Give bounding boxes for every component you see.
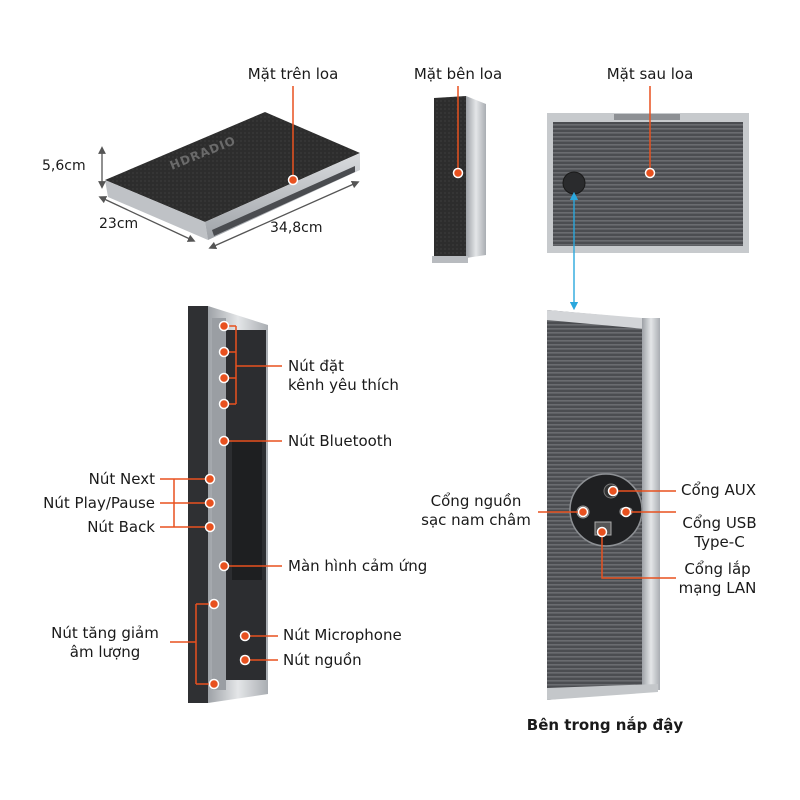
back-button-marker	[204, 521, 216, 533]
usb-c-label: Cổng USB Type-C	[672, 514, 767, 552]
cover-top-rim	[547, 310, 656, 330]
depth-dimension-label: 23cm	[99, 216, 139, 232]
microphone-label: Nút Microphone	[283, 626, 402, 644]
magnetic-marker	[577, 506, 589, 518]
back-port-cover	[562, 171, 586, 195]
favorite-label-line-2: kênh yêu thích	[288, 376, 399, 394]
bluetooth-label: Nút Bluetooth	[288, 432, 393, 450]
bluetooth-marker	[218, 435, 230, 447]
inside-cover-title: Bên trong nắp đậy	[526, 716, 684, 734]
lan-label-line-1: Cổng lắp	[684, 560, 751, 578]
volume-up-marker	[208, 598, 220, 610]
speaker-side-view	[432, 96, 486, 263]
usb-c-label-line-2: Type-C	[694, 533, 745, 551]
width-dimension-arrow	[208, 181, 360, 249]
usb-marker	[620, 506, 632, 518]
aux-marker	[607, 485, 619, 497]
next-label: Nút Next	[88, 470, 155, 488]
lan-marker	[596, 526, 608, 538]
next-marker	[204, 473, 216, 485]
height-dimension-label: 5,6cm	[42, 158, 86, 174]
favorite-1-marker	[218, 320, 230, 332]
cover-bottom-rim	[547, 684, 658, 700]
top-fabric-surface	[105, 112, 360, 222]
back-view-title: Mặt sau loa	[606, 65, 694, 83]
aux-label: Cổng AUX	[681, 481, 756, 499]
play-pause-label: Nút Play/Pause	[43, 494, 155, 512]
volume-label-line-1: Nút tăng giảm	[51, 624, 159, 642]
microphone-marker	[239, 630, 251, 642]
side-view-marker	[452, 167, 464, 179]
volume-label: Nút tăng giảm âm lượng	[40, 624, 170, 662]
lan-label-line-2: mạng LAN	[678, 579, 757, 597]
lan-label: Cổng lắp mạng LAN	[670, 560, 765, 598]
top-view-title: Mặt trên loa	[247, 65, 339, 83]
panel-button-strip	[212, 318, 226, 690]
touchscreen-marker	[218, 560, 230, 572]
speaker-back-view	[547, 113, 749, 253]
depth-dimension-arrow	[98, 196, 196, 242]
play-pause-marker	[204, 497, 216, 509]
back-handle	[614, 114, 680, 120]
side-view-title: Mặt bên loa	[413, 65, 503, 83]
lan-leader	[601, 532, 676, 579]
power-marker	[239, 654, 251, 666]
inside-cover-view	[547, 310, 660, 700]
cover-port-hub	[569, 473, 643, 547]
favorite-label-line-1: Nút đặt	[288, 357, 344, 375]
back-view-marker	[644, 167, 656, 179]
magnetic-power-label: Cổng nguồn sạc nam châm	[412, 492, 540, 530]
side-fabric	[434, 96, 466, 262]
touchscreen-label: Màn hình cảm ứng	[288, 557, 428, 575]
side-aluminium	[466, 96, 486, 258]
magnetic-power-label-line-2: sạc nam châm	[421, 511, 531, 529]
back-label: Nút Back	[87, 518, 155, 536]
favorite-4-marker	[218, 398, 230, 410]
top-view-marker	[287, 174, 299, 186]
volume-label-line-2: âm lượng	[69, 643, 141, 661]
favorite-2-marker	[218, 346, 230, 358]
favorite-label: Nút đặt kênh yêu thích	[288, 357, 399, 395]
width-dimension-label: 34,8cm	[270, 220, 323, 236]
magnetic-power-label-line-1: Cổng nguồn	[430, 492, 522, 510]
panel-touchscreen	[232, 440, 262, 580]
cover-side-rim	[642, 318, 660, 690]
side-base	[432, 256, 468, 263]
playback-bracket	[160, 478, 210, 528]
favorite-3-marker	[218, 372, 230, 384]
volume-down-marker	[208, 678, 220, 690]
usb-c-label-line-1: Cổng USB	[682, 514, 757, 532]
control-panel-view	[188, 306, 268, 703]
power-label: Nút nguồn	[283, 651, 362, 669]
